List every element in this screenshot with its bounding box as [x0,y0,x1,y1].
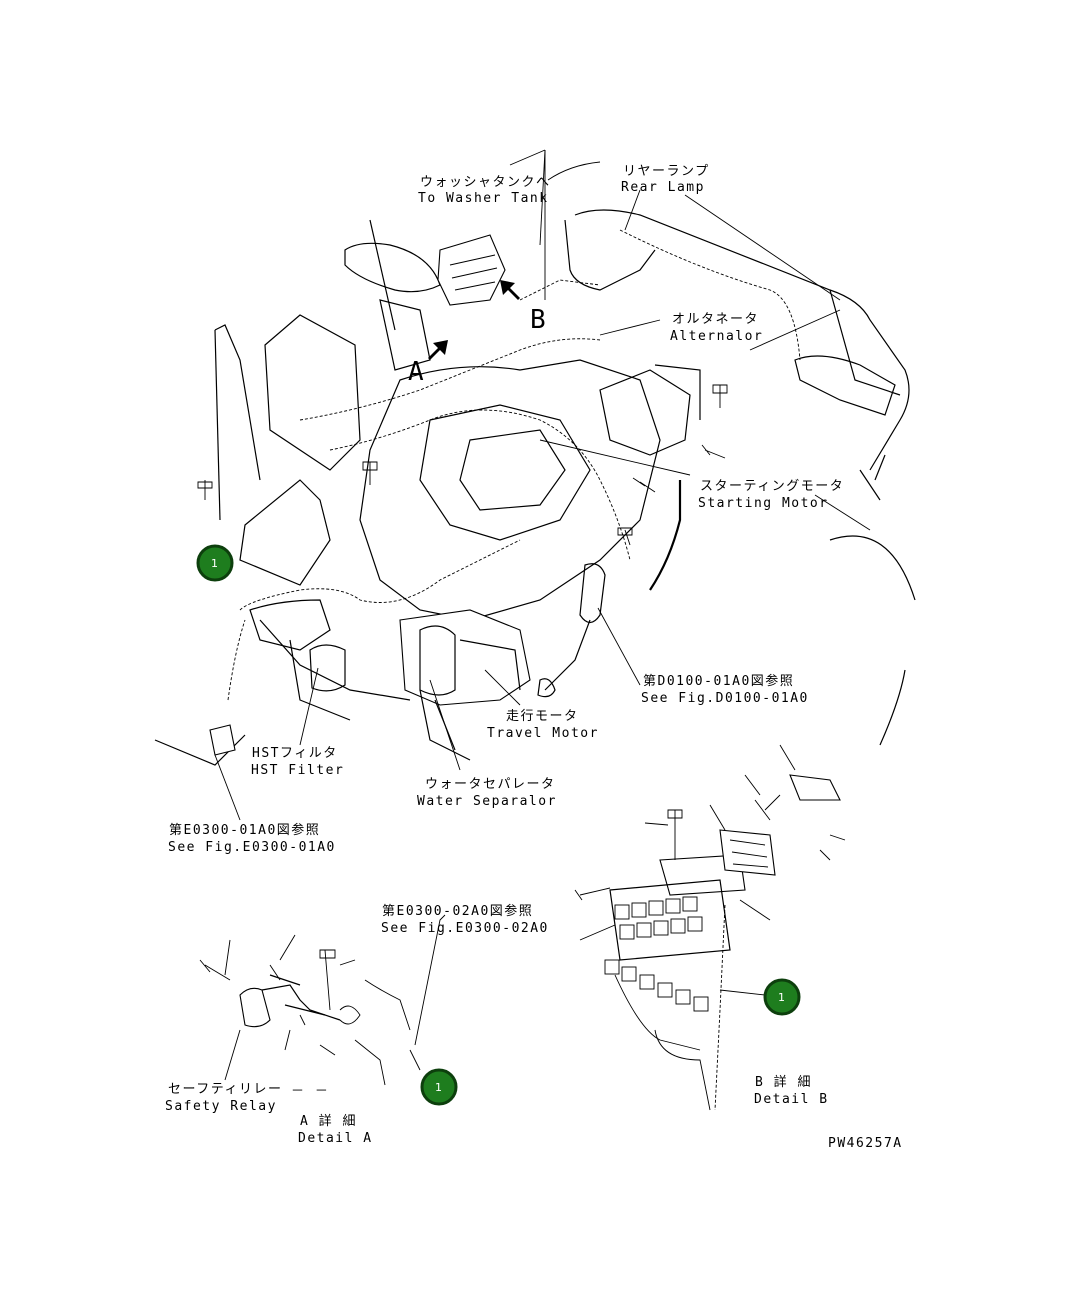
rear-lamp-label-en: Rear Lamp [621,180,705,195]
labels: ウォッシャタンクへ To Washer Tank リヤーランプ Rear Lam… [165,164,903,1151]
safety-relay-label-jp: セーフティリレー [168,1082,282,1097]
hst-filter-label-en: HST Filter [251,763,344,778]
callout-1-detail-a-number: 1 [435,1081,442,1094]
travel-motor-label-en: Travel Motor [487,726,599,741]
alternator-label-jp: オルタネータ [672,312,759,327]
detail-a-drawing [199,914,446,1086]
water-separator-label-jp: ウォータセパレータ [425,777,556,792]
detail-a-label-en: Detail A [298,1131,373,1146]
fig-e0300-02-label-jp: 第E0300-02A0図参照 [382,903,533,919]
drawing-number: PW46257A [828,1136,903,1151]
travel-motor-label-jp: 走行モータ [506,709,579,724]
fig-d0100-label-en: See Fig.D0100-01A0 [641,691,809,706]
callout-1-detail-b[interactable]: 1 [763,978,801,1016]
hst-filter-label-jp: HSTフィルタ [252,746,338,761]
view-b-marker: B [530,305,546,335]
water-separator-label-en: Water Separalor [417,794,557,809]
safety-relay-label-en: Safety Relay [165,1099,277,1114]
leader-lines [212,149,871,821]
callout-1-detail-b-number: 1 [778,991,785,1004]
callout-1-detail-a[interactable]: 1 [420,1068,458,1106]
detail-b-drawing [574,744,846,1111]
callout-1-main[interactable]: 1 [196,544,234,582]
detail-b-label-en: Detail B [754,1092,829,1107]
starting-motor-label-en: Starting Motor [698,496,829,511]
callout-1-main-number: 1 [211,557,218,570]
fig-e0300-02-label-en: See Fig.E0300-02A0 [381,921,549,936]
fig-e0300-01-label-en: See Fig.E0300-01A0 [168,840,336,855]
rear-lamp-label-jp: リヤーランプ [623,164,710,179]
fig-d0100-label-jp: 第D0100-01A0図参照 [643,673,794,689]
fig-e0300-01-label-jp: 第E0300-01A0図参照 [169,822,320,838]
alternator-label-en: Alternalor [670,329,763,344]
detail-a-dash: － － [291,1084,329,1099]
starting-motor-label-jp: スターティングモータ [700,479,844,494]
washer-tank-label-jp: ウォッシャタンクへ [420,175,551,190]
detail-b-label-jp: B 詳 細 [755,1074,812,1090]
machine-drawing [154,209,916,766]
view-a-marker: A [408,357,424,387]
detail-a-label-jp: A 詳 細 [300,1113,357,1129]
washer-tank-label-en: To Washer Tank [418,191,549,206]
